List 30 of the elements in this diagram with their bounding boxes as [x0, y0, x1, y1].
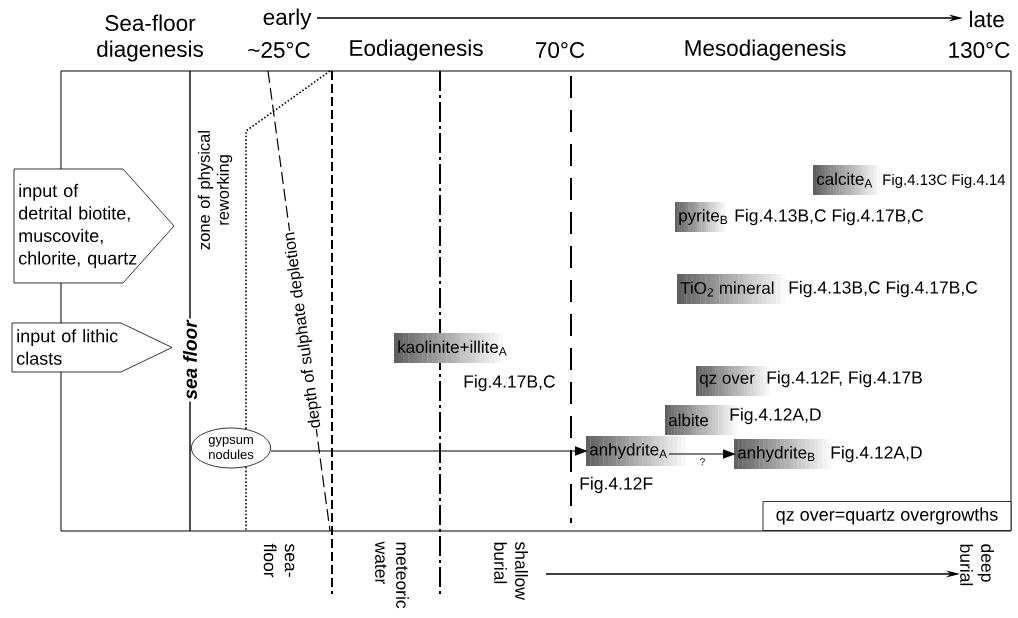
edge-label: ?: [698, 457, 707, 467]
mineral-bar: pyrite$_{B}$: [675, 202, 729, 232]
figure-reference: Fig.4.13B,C Fig.4.17B,C: [789, 280, 978, 298]
zone-label: zone of physical reworking: [197, 131, 233, 250]
line-label: depth of sulphate depletion: [281, 229, 326, 431]
mineral-bar: calcite$_{A}$: [813, 165, 884, 195]
input-arrow-box: input of detrital biotite, muscovite, chlorite, quartz: [13, 168, 175, 284]
abbreviation-box: qz over=quartz overgrowths: [762, 501, 1012, 531]
figure-reference: Fig.4.13C Fig.4.14: [883, 174, 1006, 188]
environment-label: sea-floor: [263, 543, 295, 578]
temperature-label: 130°C: [949, 42, 1010, 58]
stage-label: Mesodiagenesis: [685, 39, 846, 61]
input-arrow-box: input of lithic clasts: [11, 322, 173, 373]
figure-reference: Fig.4.12F, Fig.4.17B: [767, 370, 922, 388]
line-label: sea floor: [181, 318, 199, 402]
figure-reference: Fig.4.17B,C: [464, 374, 555, 392]
mineral-bar: anhydrite$_{A}$: [586, 436, 691, 466]
temperature-label: 70°C: [536, 42, 585, 58]
temperature-label: ~25°C: [248, 42, 310, 58]
timeline-label: early: [263, 8, 312, 30]
stage-label: Eodiagenesis: [350, 39, 483, 61]
figure-reference: Fig.4.12A,D: [831, 445, 922, 463]
environment-label: meteoric water: [375, 541, 409, 609]
figure-reference: Fig.4.13B,C Fig.4.17B,C: [735, 208, 924, 226]
figure-reference: Fig.4.12A,D: [730, 407, 821, 425]
mineral-bar: kaolinite+illite$_{A}$: [394, 333, 509, 363]
environment-label: shallow burial: [494, 542, 528, 600]
heading: Sea-floor diagenesis: [97, 14, 203, 62]
timeline-label: late: [970, 10, 1004, 28]
figure-reference: Fig.4.12F: [580, 476, 653, 494]
